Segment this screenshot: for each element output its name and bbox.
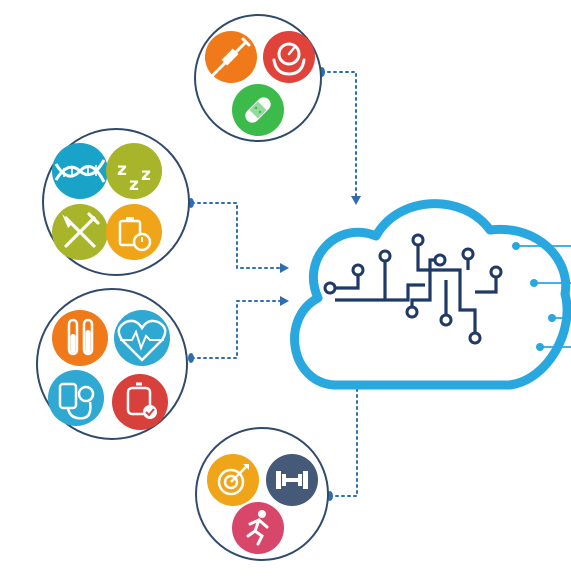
- svg-text:z: z: [117, 160, 127, 180]
- dumbbell-icon: [266, 454, 318, 506]
- test-tubes-icon: [52, 310, 108, 366]
- group-medical-care: [194, 14, 322, 142]
- cloud-outputs: [512, 242, 571, 351]
- arrowhead-left-upper: [280, 263, 289, 273]
- svg-text:z: z: [141, 165, 151, 185]
- connectors: [191, 71, 358, 497]
- dna-icon: [52, 143, 108, 199]
- arrowhead-left-lower: [280, 296, 289, 306]
- target-icon: [207, 454, 259, 506]
- group-lifestyle: z z z: [42, 128, 190, 276]
- syringe-icon: [205, 31, 257, 83]
- blood-pressure-gauge-icon: [263, 31, 315, 83]
- heart-rate-icon: [114, 310, 170, 366]
- arrowhead-top: [351, 196, 361, 205]
- blood-pressure-cuff-icon: [48, 370, 104, 426]
- sleep-zzz-icon: z z z: [106, 143, 162, 199]
- schedule-stopwatch-icon: [106, 204, 162, 260]
- connector-left-upper-group: [191, 202, 281, 269]
- fork-knife-icon: [52, 204, 108, 260]
- connector-dot: [188, 353, 194, 363]
- connector-left-lower-group: [191, 300, 281, 359]
- cloud-brain-circuit-icon: [290, 199, 571, 390]
- group-fitness: [195, 427, 329, 561]
- bandage-icon: [232, 84, 284, 136]
- svg-text:z: z: [129, 175, 139, 195]
- circuit-traces: [330, 240, 498, 335]
- connector-top-group: [321, 71, 357, 197]
- blood-bag-icon: [112, 374, 168, 430]
- circuit-nodes: [323, 233, 503, 345]
- running-icon: [232, 502, 284, 554]
- group-clinical-tests: [36, 288, 188, 440]
- connector-bottom-group: [329, 374, 358, 497]
